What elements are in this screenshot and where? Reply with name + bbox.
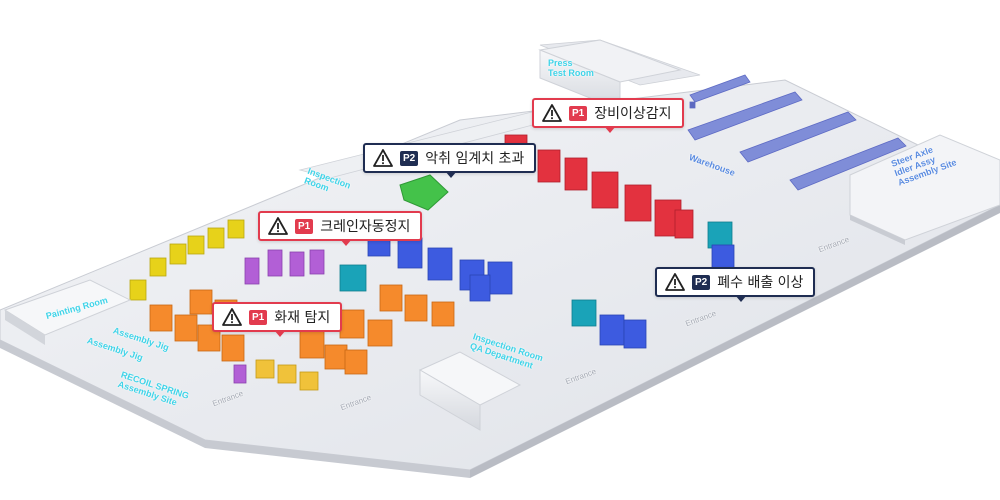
priority-badge: P2 [400,150,419,166]
warning-triangle-icon [665,273,685,291]
warning-triangle-icon [222,308,242,326]
yellow-equipment [129,219,245,301]
blue-machines-right [599,244,735,349]
alert-text: 화재 탐지 [274,310,331,326]
painting-room-block [3,279,132,345]
alert-text: 장비이상감지 [594,106,672,122]
warehouse-racks [687,74,907,191]
alert-text: 크레인자동정지 [320,219,411,235]
priority-badge: P2 [692,274,711,290]
press-test-room-block [538,39,682,111]
teal-machines [339,221,733,327]
alert-odor-threshold[interactable]: P2 악취 임계치 초과 [363,143,537,178]
alert-equipment-anomaly[interactable]: P1 장비이상감지 [532,98,684,133]
steer-axle-room [849,134,1000,245]
warning-triangle-icon [542,104,562,122]
gold-machines [255,359,319,391]
alert-text: 악취 임계치 초과 [425,151,525,167]
green-machine [399,174,449,211]
priority-badge: P1 [295,218,314,234]
purple-equipment [233,249,325,384]
alert-fire-detected[interactable]: P1 화재 탐지 [212,302,343,337]
alert-crane-stop[interactable]: P1 크레인자동정지 [258,211,423,246]
warning-triangle-icon [373,149,393,167]
alert-text: 폐수 배출 이상 [717,275,804,291]
priority-badge: P1 [569,105,588,121]
qa-room-block [418,351,522,431]
zone-label-press-test-room: Press Test Room [548,58,594,78]
priority-badge: P1 [249,309,268,325]
warning-triangle-icon [268,217,288,235]
alert-wastewater[interactable]: P2 폐수 배출 이상 [655,267,816,302]
